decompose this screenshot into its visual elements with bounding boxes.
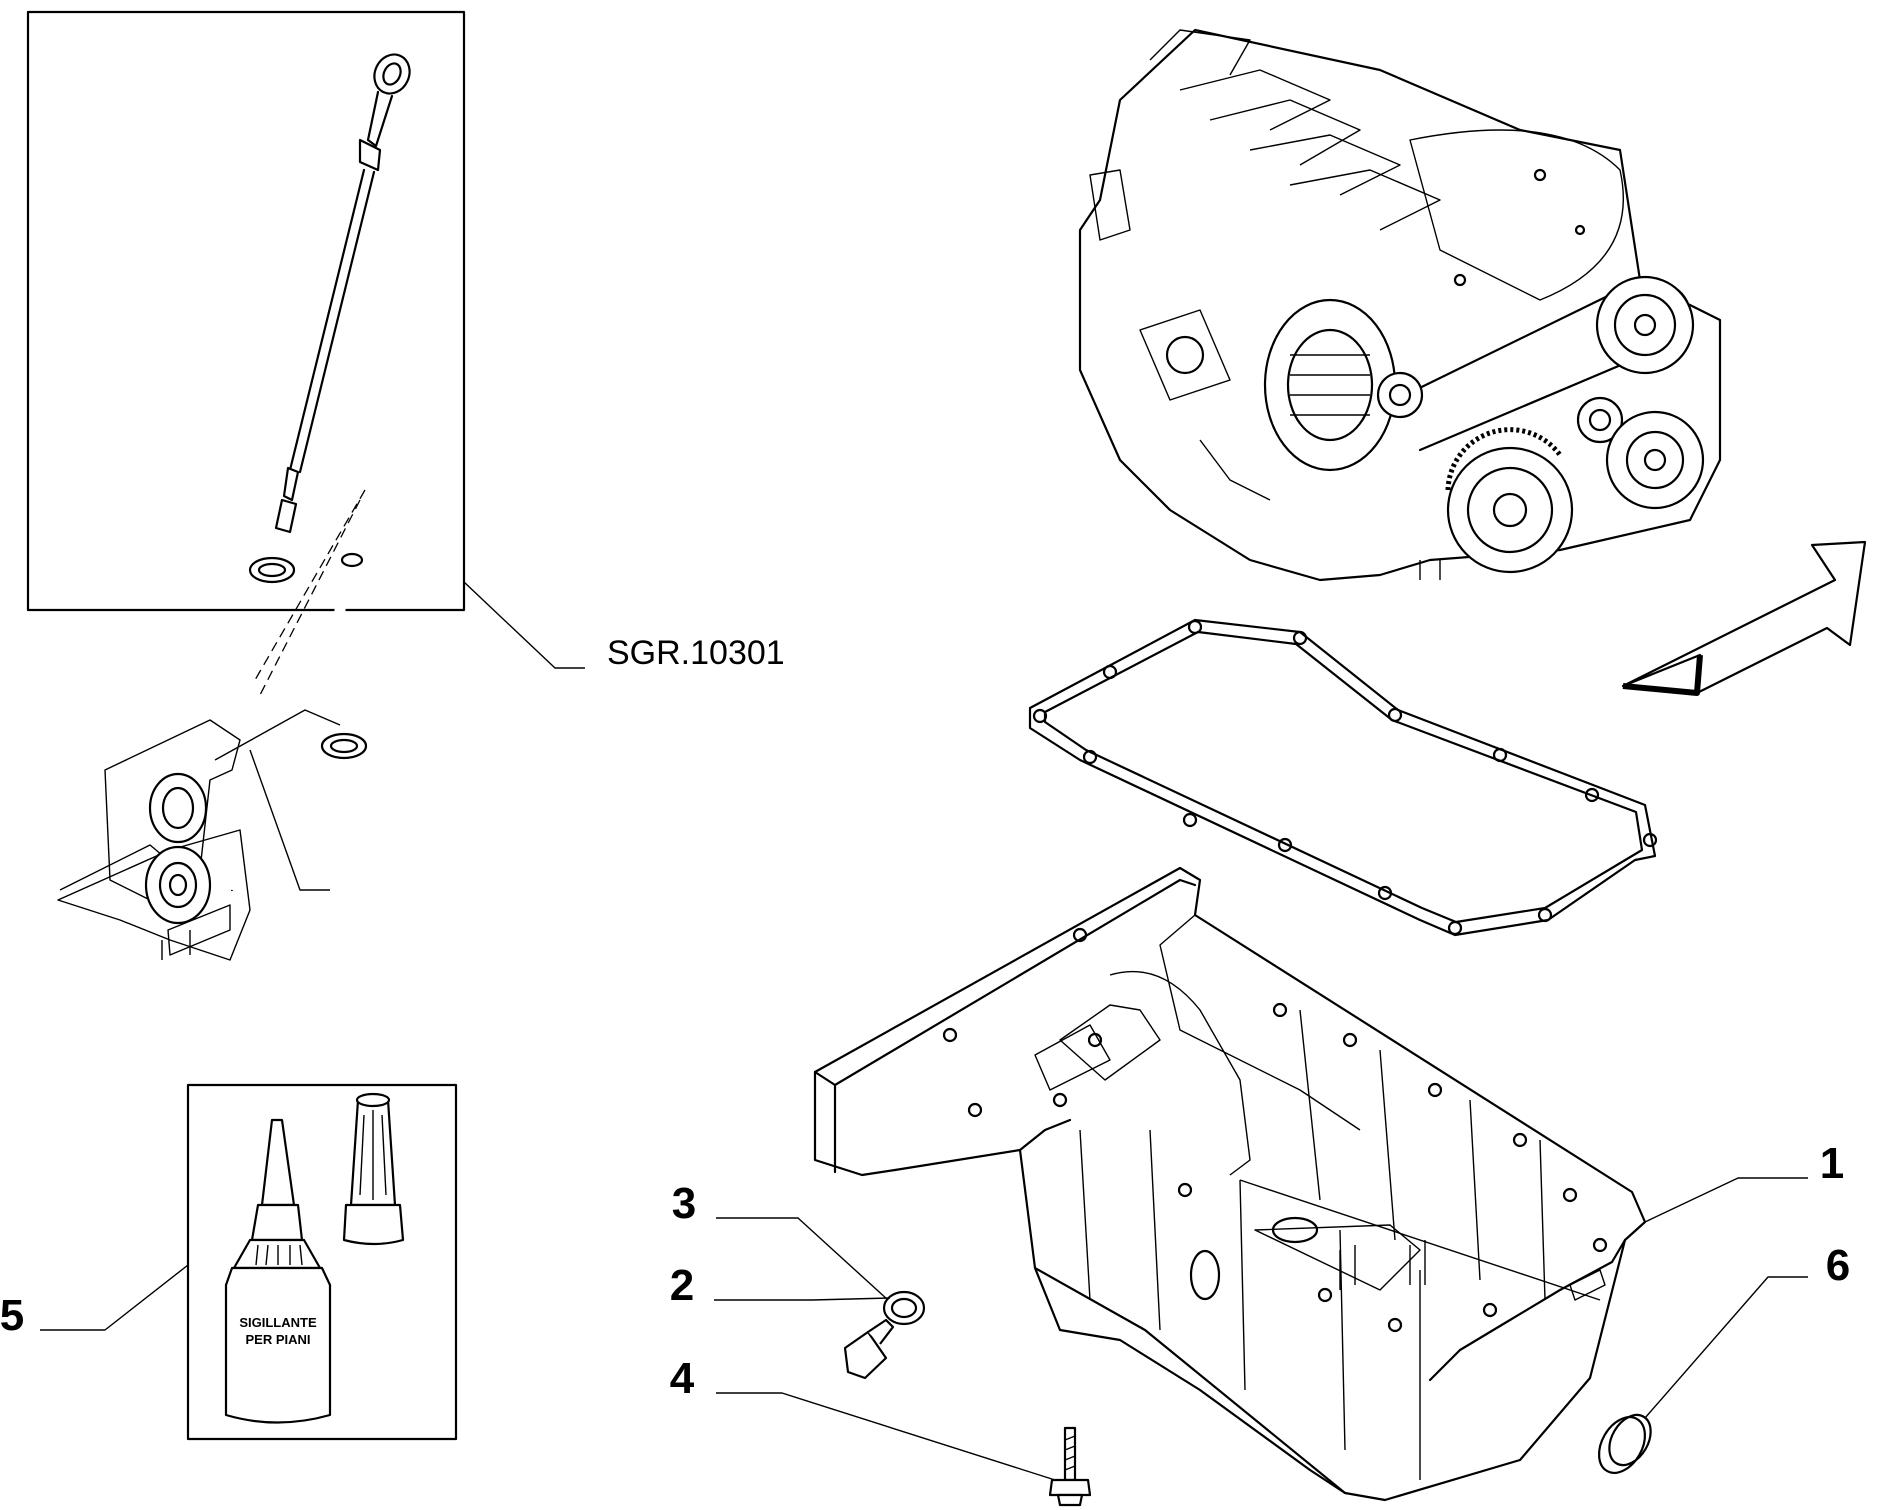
engine-assembly bbox=[1078, 28, 1722, 582]
dipstick-guide-tube bbox=[226, 552, 364, 892]
dipstick-inset-frame bbox=[26, 10, 466, 612]
bottle-label-line2: PER PIANI bbox=[245, 1332, 310, 1347]
direction-arrow bbox=[1621, 540, 1867, 695]
dipstick bbox=[274, 53, 411, 534]
sealant-inset: SIGILLANTE PER PIANI bbox=[186, 1083, 458, 1441]
sealant-cap bbox=[342, 1092, 405, 1246]
oil-pan-plug bbox=[1597, 1413, 1652, 1474]
callout-4: 4 bbox=[670, 1354, 695, 1403]
drain-plug bbox=[843, 1318, 895, 1380]
leader-1 bbox=[1644, 1177, 1808, 1223]
oil-pan-gasket bbox=[1028, 618, 1658, 937]
leader-6 bbox=[1644, 1276, 1808, 1419]
dipstick-inset bbox=[26, 10, 466, 961]
reference-leader-line bbox=[463, 581, 585, 669]
leader-4 bbox=[716, 1392, 1056, 1481]
engine-block-fragment bbox=[57, 709, 341, 961]
sealant-bottle: SIGILLANTE PER PIANI bbox=[224, 1118, 332, 1424]
callout-2: 2 bbox=[670, 1261, 694, 1310]
reference-label: SGR.10301 bbox=[607, 634, 785, 672]
o-ring-lower bbox=[320, 732, 368, 760]
callout-3: 3 bbox=[672, 1179, 696, 1228]
drain-plug-washer bbox=[882, 1290, 926, 1326]
leader-2 bbox=[714, 1297, 891, 1301]
callout-5: 5 bbox=[0, 1291, 24, 1340]
oil-pan bbox=[813, 866, 1647, 1502]
crankshaft-pulley bbox=[1446, 446, 1574, 574]
oil-pan-bolt bbox=[1048, 1426, 1092, 1507]
callout-1: 1 bbox=[1820, 1139, 1844, 1188]
alternator bbox=[1263, 298, 1397, 472]
pulley-lower bbox=[1605, 410, 1705, 510]
callout-6: 6 bbox=[1826, 1241, 1850, 1290]
leader-3 bbox=[716, 1217, 889, 1301]
bottle-label-line1: SIGILLANTE bbox=[239, 1315, 317, 1330]
leader-5 bbox=[40, 1264, 189, 1331]
o-ring-upper bbox=[248, 556, 296, 584]
pulley-upper bbox=[1595, 275, 1695, 375]
